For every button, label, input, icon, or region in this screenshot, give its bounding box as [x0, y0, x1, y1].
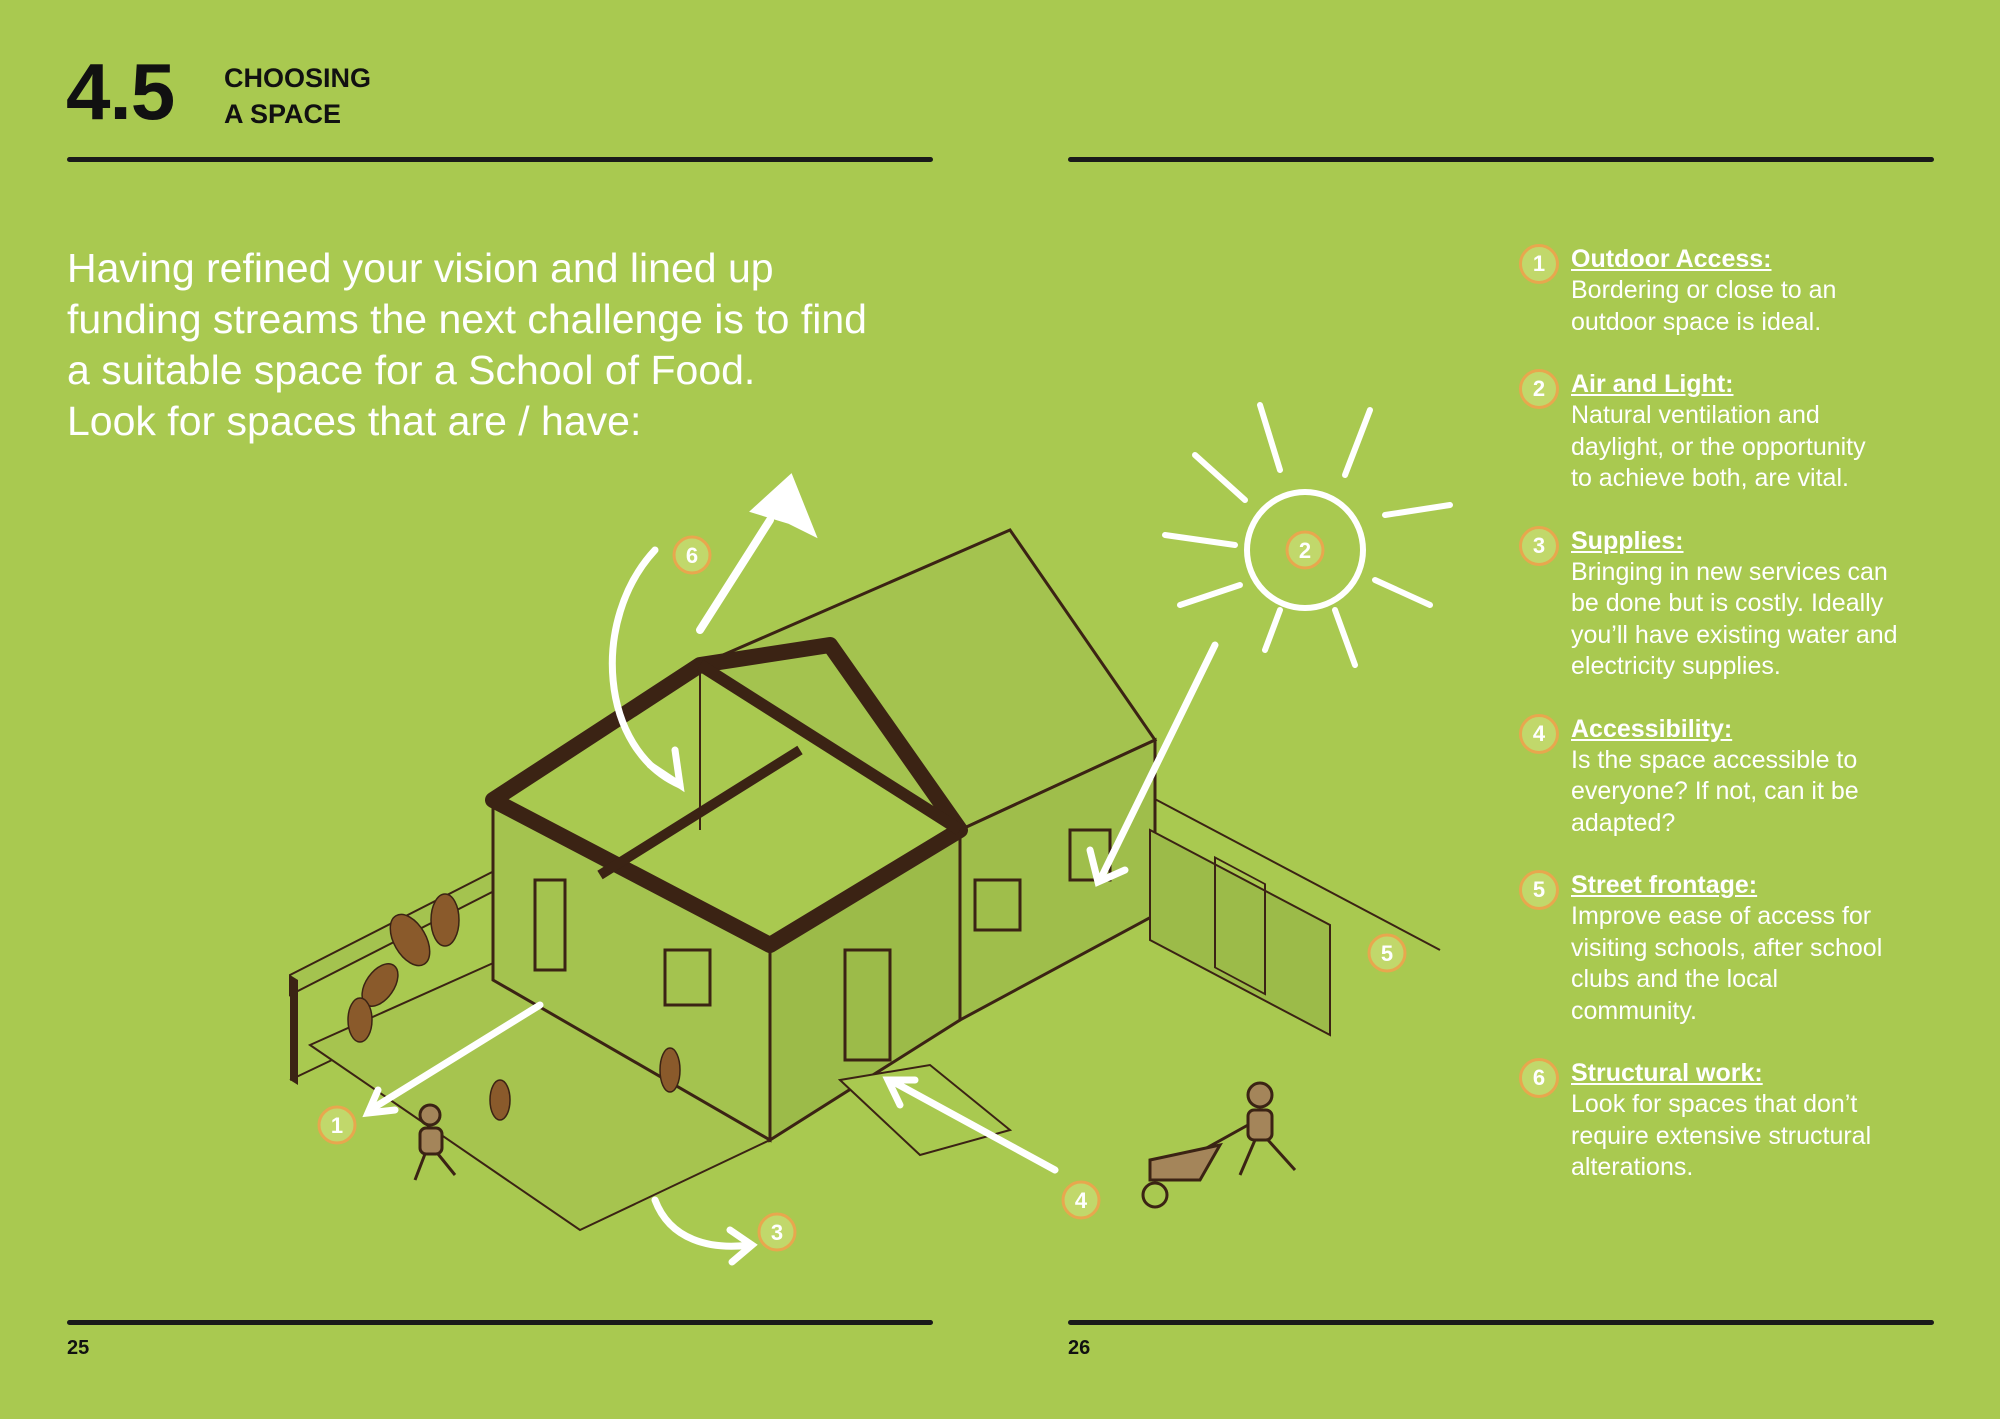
street-wall	[1149, 828, 1331, 1037]
criteria-title: Accessibility:	[1571, 714, 1733, 743]
section-title-line1: CHOOSING	[224, 63, 372, 93]
criteria-item: 2 Air and Light: Natural ventilation and…	[1513, 369, 1993, 495]
footer-rule-left	[67, 1320, 933, 1325]
criteria-item: 3 Supplies: Bringing in new services can…	[1513, 525, 1993, 683]
criteria-title: Air and Light:	[1571, 370, 1734, 398]
criteria-item: 4 Accessibility: Is the space accessible…	[1513, 713, 1993, 840]
window	[663, 948, 712, 1007]
callout-4: 4	[1061, 1180, 1101, 1220]
callout-5: 5	[1367, 933, 1407, 973]
criteria-description: Look for spaces that don’t require exten…	[1571, 1090, 1872, 1181]
gate	[1214, 855, 1266, 996]
door	[843, 948, 892, 1062]
intro-line: a suitable space for a School of Food.	[67, 347, 756, 393]
page-number-left: 25	[67, 1337, 90, 1359]
ramp	[837, 1063, 1013, 1157]
intro-line: funding streams the next challenge is to…	[67, 296, 867, 342]
window	[973, 878, 1022, 932]
section-number: 4.5	[66, 47, 175, 136]
section-title: CHOOSING A SPACE	[224, 60, 371, 132]
callout-3: 3	[757, 1212, 797, 1252]
section-title-line2: A SPACE	[224, 99, 342, 129]
svg-text:5: 5	[1381, 941, 1393, 966]
page-number-right: 26	[1068, 1337, 1091, 1359]
plants	[347, 893, 681, 1121]
footer-rule-right	[1068, 1320, 1934, 1325]
hammer-icon	[696, 473, 818, 634]
criteria-title: Supplies:	[1571, 526, 1684, 555]
svg-text:3: 3	[771, 1220, 783, 1245]
header-rule-left	[67, 157, 933, 162]
roof-frame	[485, 637, 968, 953]
criteria-description: Natural ventilation and daylight, or the…	[1571, 401, 1866, 492]
criteria-title: Structural work:	[1571, 1059, 1763, 1087]
left-wall-front	[290, 975, 298, 1085]
criteria-description: Bringing in new services can be done but…	[1571, 557, 1898, 681]
svg-text:4: 4	[1075, 1188, 1088, 1213]
criteria-item: 6 Structural work: Look for spaces that …	[1513, 1058, 1993, 1184]
criteria-item: 1 Outdoor Access: Bordering or close to …	[1513, 244, 1993, 338]
svg-text:1: 1	[331, 1113, 343, 1138]
number-badge: 5	[1519, 870, 1559, 910]
criteria-description: Bordering or close to an outdoor space i…	[1571, 276, 1837, 336]
criteria-title: Street frontage:	[1571, 871, 1758, 899]
number-badge: 2	[1519, 369, 1559, 409]
gardener-figure	[1141, 1081, 1297, 1209]
criteria-list: 1 Outdoor Access: Bordering or close to …	[1513, 244, 1993, 1215]
svg-text:2: 2	[1299, 538, 1311, 563]
number-badge: 6	[1519, 1058, 1559, 1098]
intro-text: Having refined your vision and lined up …	[67, 243, 967, 447]
arrows	[362, 546, 1219, 1266]
number-badge: 3	[1519, 525, 1559, 566]
callout-1: 1	[317, 1105, 357, 1145]
callout-2: 2	[1285, 530, 1325, 570]
child-figure	[413, 1103, 457, 1181]
criteria-title: Outdoor Access:	[1571, 245, 1772, 273]
criteria-description: Improve ease of access for visiting scho…	[1571, 902, 1883, 1025]
svg-text:6: 6	[686, 543, 698, 568]
door	[533, 878, 567, 972]
intro-line: Look for spaces that are / have:	[67, 398, 642, 444]
criteria-item: 5 Street frontage: Improve ease of acces…	[1513, 870, 1993, 1027]
number-badge: 1	[1519, 244, 1559, 284]
number-badge: 4	[1519, 713, 1559, 754]
intro-line: Having refined your vision and lined up	[67, 245, 774, 291]
house-illustration: 1 2 3 4 5 6	[289, 402, 1453, 1266]
sun-icon	[1162, 402, 1453, 668]
header-rule-right	[1068, 157, 1934, 162]
criteria-description: Is the space accessible to everyone? If …	[1571, 745, 1859, 837]
callout-6: 6	[672, 535, 712, 575]
